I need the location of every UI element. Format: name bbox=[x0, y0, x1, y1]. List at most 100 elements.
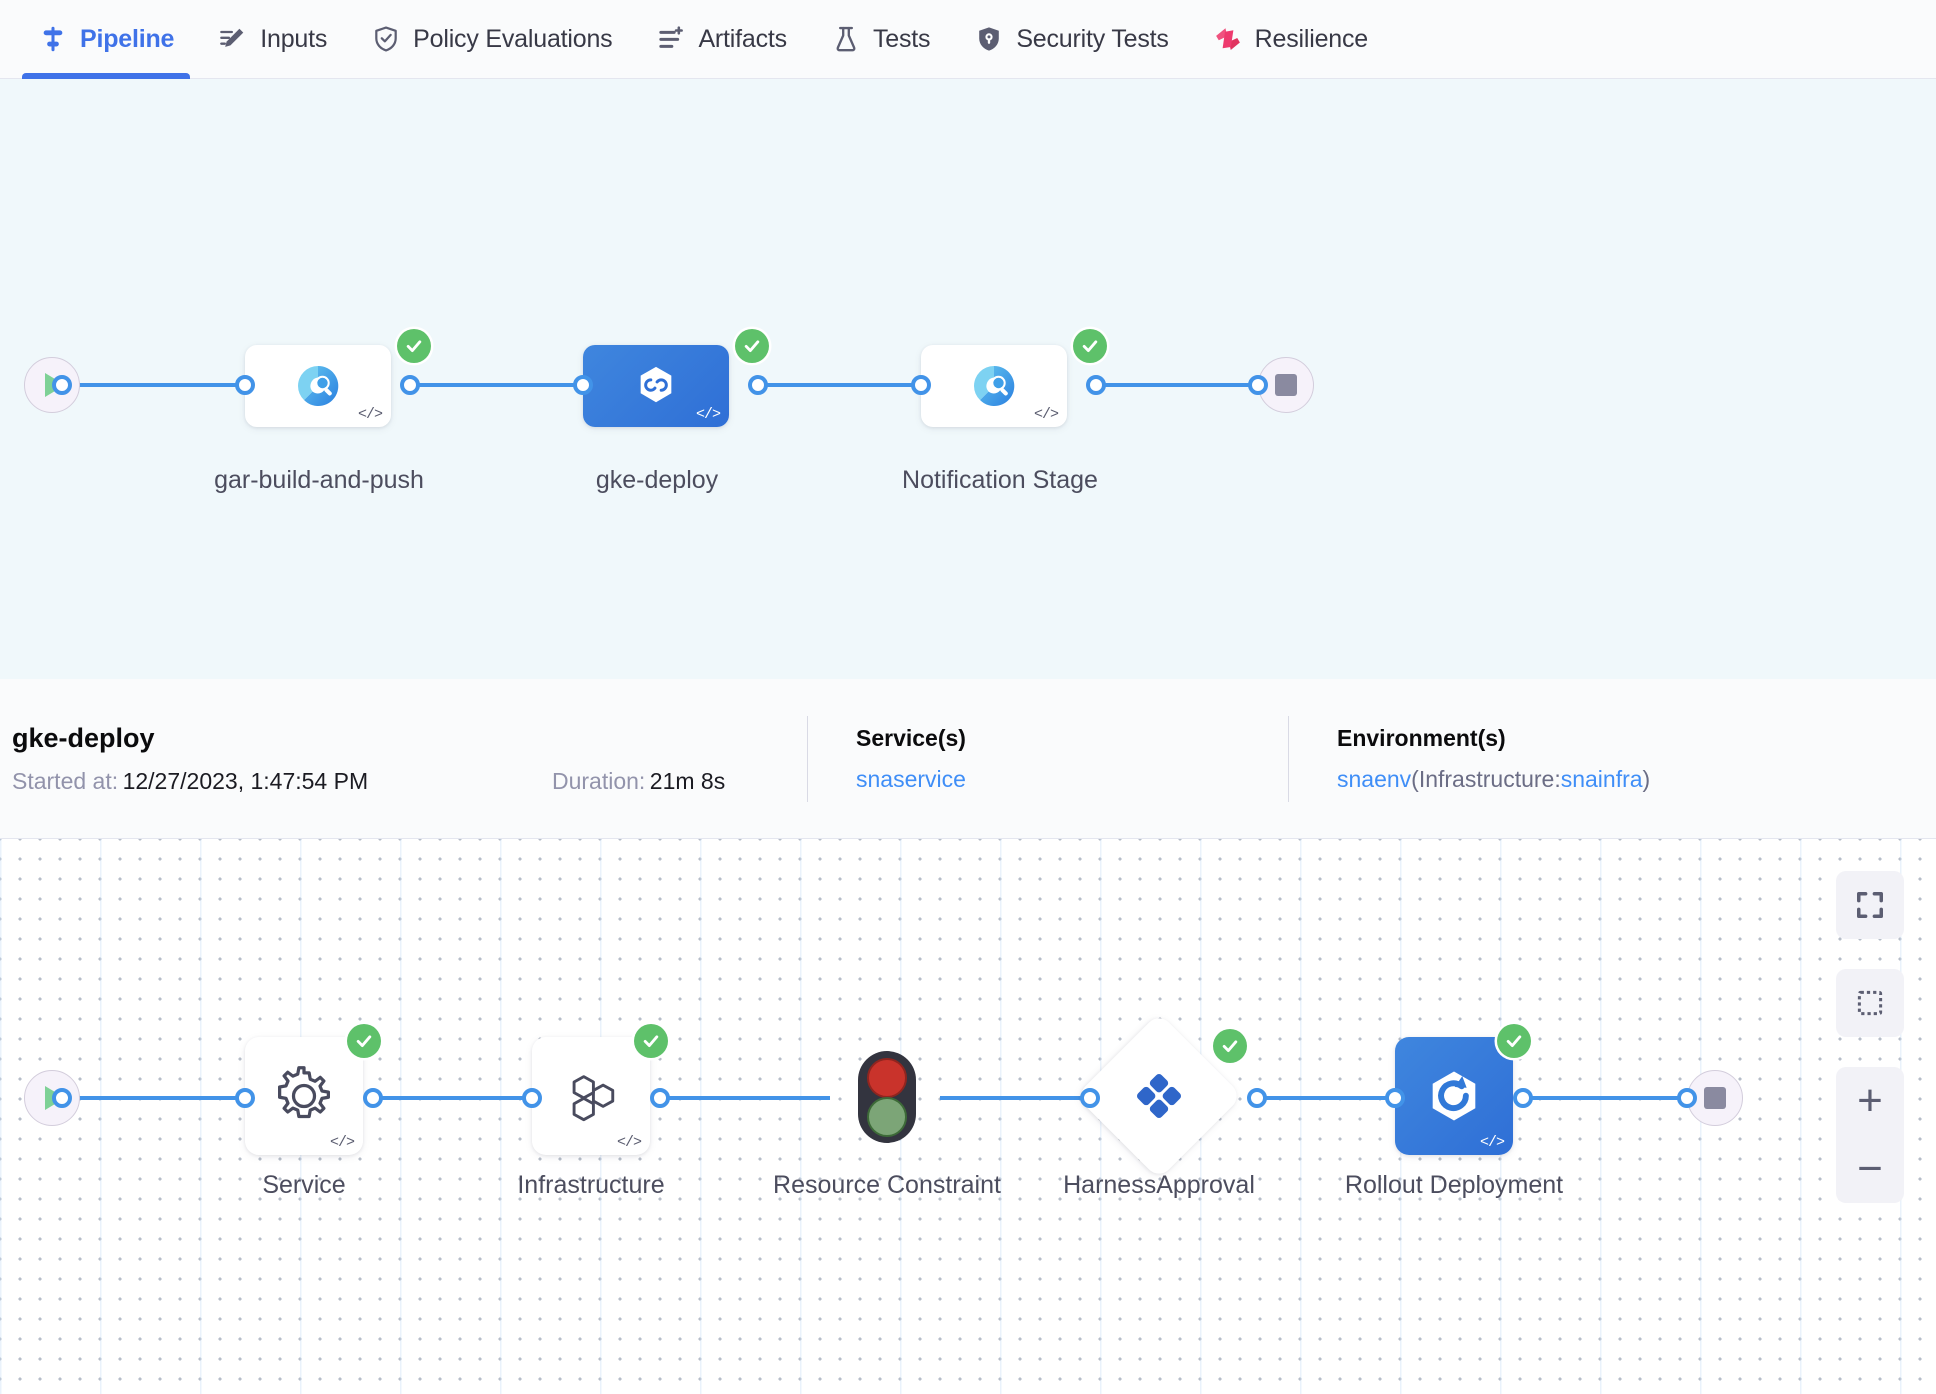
execution-step-canvas[interactable]: </> Service </> Infrastructure bbox=[0, 839, 1936, 1394]
zoom-in-out-group: + − bbox=[1836, 1067, 1904, 1203]
stop-icon bbox=[1275, 374, 1297, 396]
port-exec-start-out bbox=[52, 1088, 72, 1108]
step-label-infrastructure: Infrastructure bbox=[517, 1171, 665, 1199]
stage-detail-bar: gke-deploy Started at: 12/27/2023, 1:47:… bbox=[0, 679, 1936, 839]
status-badge-success-stage1 bbox=[397, 329, 431, 363]
edge-infrastructure-to-resource-constraint bbox=[660, 1096, 830, 1100]
resilience-icon bbox=[1213, 24, 1243, 54]
detail-divider-2 bbox=[1288, 715, 1289, 802]
security-shield-icon bbox=[974, 24, 1004, 54]
tab-label: Resilience bbox=[1254, 24, 1369, 53]
port-service-in bbox=[235, 1088, 255, 1108]
status-badge-success-stage2 bbox=[735, 329, 769, 363]
duration-group: Duration: 21m 8s bbox=[552, 768, 725, 795]
environments-heading: Environment(s) bbox=[1337, 724, 1506, 751]
step-code-badge[interactable]: </> bbox=[616, 1134, 642, 1151]
execution-step-graph: </> Service </> Infrastructure bbox=[0, 839, 1936, 1394]
stage-detail-title: gke-deploy bbox=[12, 722, 155, 753]
tab-policy-evaluations[interactable]: Policy Evaluations bbox=[349, 0, 634, 79]
tab-label: Tests bbox=[872, 24, 931, 53]
edge-stage1-to-stage2 bbox=[410, 383, 596, 387]
stage-code-badge[interactable]: </> bbox=[1033, 406, 1059, 423]
step-node-harness-approval[interactable] bbox=[1075, 1012, 1243, 1180]
fit-to-screen-button[interactable] bbox=[1836, 871, 1904, 939]
approval-icon-wrap bbox=[1131, 1068, 1187, 1124]
detail-divider-1 bbox=[807, 715, 808, 802]
environment-link-snaenv[interactable]: snaenv bbox=[1337, 765, 1412, 792]
environments-column: Environment(s) snaenv(Infrastructure:sna… bbox=[1289, 725, 1650, 793]
step-node-resource-constraint[interactable] bbox=[856, 1049, 918, 1145]
port-infrastructure-out bbox=[650, 1088, 670, 1108]
status-badge-success-rollout-deployment bbox=[1497, 1024, 1531, 1058]
traffic-light-icon bbox=[858, 1051, 916, 1143]
zoom-out-button[interactable]: − bbox=[1836, 1135, 1904, 1203]
pipeline-stage-canvas[interactable]: </> gar-build-and-push </> gke-deploy bbox=[0, 79, 1936, 679]
status-badge-success-harness-approval bbox=[1213, 1029, 1247, 1063]
tab-label: Security Tests bbox=[1016, 24, 1169, 53]
port-start-out bbox=[52, 375, 72, 395]
tab-label: Artifacts bbox=[698, 24, 787, 53]
pipeline-stage-graph: </> gar-build-and-push </> gke-deploy bbox=[0, 79, 1936, 679]
started-at-value: 12/27/2023, 1:47:54 PM bbox=[122, 767, 369, 794]
step-label-service: Service bbox=[262, 1171, 346, 1199]
duration-value: 21m 8s bbox=[649, 767, 726, 794]
status-badge-success-service bbox=[347, 1024, 381, 1058]
stage-node-notification-stage[interactable]: </> bbox=[921, 345, 1067, 427]
service-value-row: snaservice bbox=[856, 766, 1288, 793]
port-stage1-in bbox=[235, 375, 255, 395]
service-link-snaservice[interactable]: snaservice bbox=[856, 765, 966, 792]
port-infrastructure-in bbox=[522, 1088, 542, 1108]
edge-exec-start-to-service bbox=[62, 1096, 248, 1100]
duration-label: Duration: bbox=[552, 767, 646, 794]
status-badge-success-infrastructure bbox=[634, 1024, 668, 1058]
edge-rollout-to-exec-end bbox=[1527, 1096, 1687, 1100]
tab-artifacts[interactable]: Artifacts bbox=[634, 0, 809, 79]
tab-resilience[interactable]: Resilience bbox=[1191, 0, 1390, 79]
port-stage3-in bbox=[911, 375, 931, 395]
artifacts-list-plus-icon bbox=[656, 24, 686, 54]
select-area-button[interactable] bbox=[1836, 969, 1904, 1037]
stop-icon bbox=[1704, 1087, 1726, 1109]
zoom-in-button[interactable]: + bbox=[1836, 1067, 1904, 1135]
tab-tests[interactable]: Tests bbox=[809, 0, 952, 79]
step-node-infrastructure[interactable]: </> bbox=[532, 1037, 650, 1155]
stage-node-gke-deploy[interactable]: </> bbox=[583, 345, 729, 427]
select-area-icon bbox=[1857, 990, 1883, 1016]
port-harness-approval-in bbox=[1080, 1088, 1100, 1108]
port-stage2-out bbox=[748, 375, 768, 395]
stage-code-badge[interactable]: </> bbox=[695, 406, 721, 423]
step-code-badge[interactable]: </> bbox=[1479, 1134, 1505, 1151]
rollout-icon bbox=[1432, 1071, 1476, 1121]
approval-diamond-icon bbox=[1136, 1073, 1182, 1119]
step-code-badge[interactable]: </> bbox=[329, 1134, 355, 1151]
edge-stage3-to-end bbox=[1096, 383, 1290, 387]
port-stage2-in bbox=[573, 375, 593, 395]
tab-label: Pipeline bbox=[80, 24, 175, 53]
policy-shield-check-icon bbox=[371, 24, 401, 54]
tab-pipeline[interactable]: Pipeline bbox=[16, 0, 196, 79]
status-badge-success-stage3 bbox=[1073, 329, 1107, 363]
infrastructure-link-snainfra[interactable]: snainfra bbox=[1560, 765, 1643, 792]
stage-node-gar-build-and-push[interactable]: </> bbox=[245, 345, 391, 427]
environment-value-row: snaenv(Infrastructure:snainfra) bbox=[1337, 766, 1650, 793]
zoom-in-glyph: + bbox=[1857, 1076, 1883, 1125]
tests-flask-icon bbox=[831, 24, 861, 54]
canvas-zoom-controls: + − bbox=[1836, 871, 1904, 1203]
step-node-service[interactable]: </> bbox=[245, 1037, 363, 1155]
port-stage1-out bbox=[400, 375, 420, 395]
edge-start-to-stage1 bbox=[62, 383, 248, 387]
step-node-rollout-deployment[interactable]: </> bbox=[1395, 1037, 1513, 1155]
infrastructure-suffix: ) bbox=[1642, 765, 1651, 792]
edge-resource-constraint-to-approval bbox=[940, 1096, 1090, 1100]
edge-approval-to-rollout bbox=[1257, 1096, 1412, 1100]
started-at-group: Started at: 12/27/2023, 1:47:54 PM bbox=[12, 768, 552, 795]
step-label-resource-constraint: Resource Constraint bbox=[773, 1171, 1001, 1199]
tab-inputs[interactable]: Inputs bbox=[196, 0, 349, 79]
port-rollout-deployment-out bbox=[1513, 1088, 1533, 1108]
port-harness-approval-out bbox=[1247, 1088, 1267, 1108]
stage-detail-meta: Started at: 12/27/2023, 1:47:54 PM Durat… bbox=[12, 768, 807, 795]
stage-code-badge[interactable]: </> bbox=[357, 406, 383, 423]
pipeline-execution-tabbar: Pipeline Inputs Policy Evaluations bbox=[0, 0, 1936, 79]
started-at-label: Started at: bbox=[12, 767, 119, 794]
tab-security-tests[interactable]: Security Tests bbox=[952, 0, 1190, 79]
